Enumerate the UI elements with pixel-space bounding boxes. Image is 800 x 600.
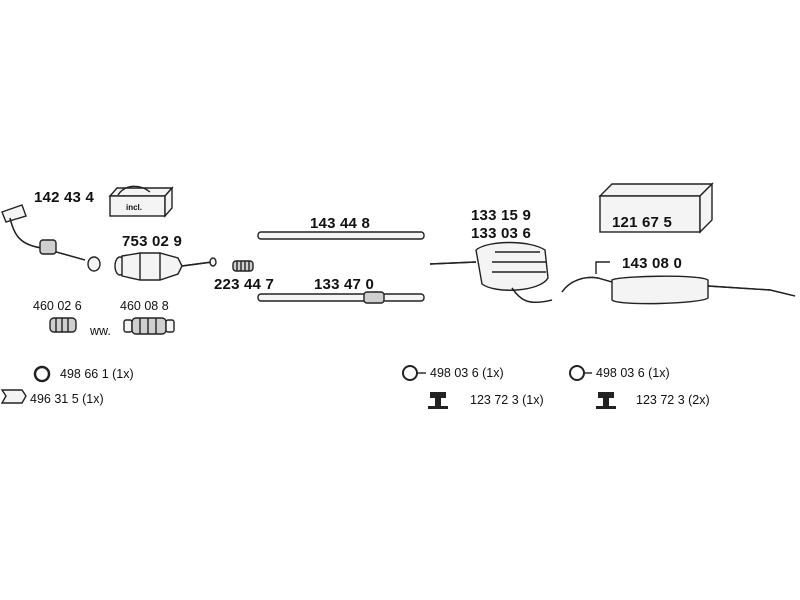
package-box-icon [598,182,714,234]
label-143080: 143 08 0 [622,255,682,272]
pipe-143448-drawing [257,231,425,240]
label-496315: 496 31 5 (1x) [30,392,104,406]
catalytic-converter-drawing [114,252,217,281]
label-460088: 460 08 8 [120,299,169,313]
label-143448: 143 44 8 [310,215,370,232]
label-498661: 498 66 1 (1x) [60,367,134,381]
label-133036: 133 03 6 [471,225,531,242]
label-460026: 460 02 6 [33,299,82,313]
label-142434: 142 43 4 [34,189,94,206]
middle-silencer-drawing [429,241,553,304]
rear-silencer-drawing [561,261,796,305]
label-133159: 133 15 9 [471,207,531,224]
pipe-133470-drawing [257,291,425,304]
label-498036-a: 498 03 6 (1x) [430,366,504,380]
front-pipe-drawing [1,204,101,272]
label-123723-a: 123 72 3 (1x) [470,393,544,407]
label-753029: 753 02 9 [122,233,182,250]
label-498036-b: 498 03 6 (1x) [596,366,670,380]
connector-drawing [232,260,254,272]
label-223447: 223 44 7 [214,276,274,293]
hardware-icons [0,365,616,409]
label-ww: ww. [90,324,111,338]
clamp-drawings [49,317,175,335]
label-incl: incl. [126,203,143,212]
incl-box-icon [108,185,174,218]
label-123723-b: 123 72 3 (2x) [636,393,710,407]
label-121675: 121 67 5 [612,214,672,231]
label-133470: 133 47 0 [314,276,374,293]
